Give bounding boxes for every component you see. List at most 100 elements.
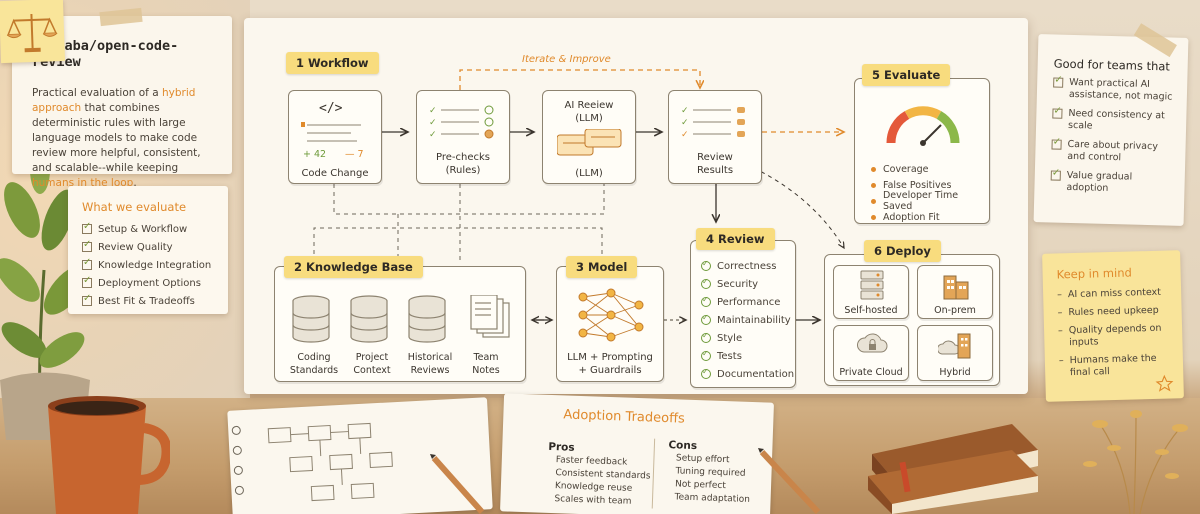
list-item: –AI can miss context xyxy=(1057,286,1162,301)
ai-review-title: AI Reeiew(LLM) xyxy=(564,100,614,124)
review-list: Correctness Security Performance Maintai… xyxy=(701,257,794,383)
check-circle-icon xyxy=(701,349,711,361)
knowledge-base-tag: 2 Knowledge Base xyxy=(284,256,423,278)
column-divider xyxy=(651,438,656,509)
iterate-label: Iterate & Improve xyxy=(522,54,611,65)
svg-text:✓: ✓ xyxy=(429,118,437,128)
good-for-note: Good for teams that Want practical AI as… xyxy=(1033,23,1189,226)
review-tag: 4 Review xyxy=(696,228,775,250)
deploy-option-private-cloud: Private Cloud xyxy=(833,325,909,381)
gauge-icon xyxy=(886,106,960,146)
pro-item: Faster feedback xyxy=(555,455,628,468)
list-item: Documentation xyxy=(701,365,794,383)
svg-text:✓: ✓ xyxy=(429,106,437,116)
check-circle-icon xyxy=(701,331,711,343)
pro-item: Knowledge reuse xyxy=(554,481,633,494)
model-card: LLM + Prompting+ Guardrails xyxy=(556,266,664,382)
tradeoffs-notebook: Adoption Tradeoffs Pros Faster feedback … xyxy=(500,393,774,514)
list-item: Correctness xyxy=(701,257,794,275)
lines-added: + 42 xyxy=(303,149,327,160)
checkbox-icon xyxy=(1052,108,1063,119)
list-item: –Rules need upkeep xyxy=(1057,304,1159,319)
checkbox-icon xyxy=(82,221,92,234)
checkbox-icon xyxy=(82,275,92,288)
list-item: Need consistency at scale xyxy=(1052,107,1175,134)
pencil-icon xyxy=(758,448,821,514)
check-circle-icon xyxy=(701,367,711,379)
check-circle-icon xyxy=(701,313,711,325)
con-item: Tuning required xyxy=(675,466,746,479)
deploy-card: Self-hosted On-prem Private Cloud Hybrid xyxy=(824,254,1000,386)
results-list-icon: ✓ ✓ ✓ xyxy=(681,106,745,139)
checkbox-icon xyxy=(1051,139,1062,150)
list-item: Deployment Options xyxy=(82,274,216,292)
list-item: Setup & Workflow xyxy=(82,220,216,238)
model-tag: 3 Model xyxy=(566,256,638,278)
list-item: Style xyxy=(701,329,794,347)
evaluate-tag: 5 Evaluate xyxy=(862,64,951,86)
svg-text:✓: ✓ xyxy=(681,118,689,128)
pro-item: Scales with team xyxy=(554,494,632,507)
bullet-icon xyxy=(871,182,876,188)
tradeoffs-title: Adoption Tradeoffs xyxy=(563,407,686,427)
list-item: Knowledge Integration xyxy=(82,256,216,274)
deploy-option-self-hosted: Self-hosted xyxy=(833,265,909,319)
prechecks-card: ✓ ✓ ✓ Pre-checks(Rules) xyxy=(416,90,510,184)
intro-text: Practical evaluation of a hybrid approac… xyxy=(32,87,201,189)
list-item: –Quality depends on inputs xyxy=(1057,322,1162,349)
coffee-mug-illustration xyxy=(48,396,170,514)
check-circle-icon xyxy=(701,295,711,307)
review-card: Correctness Security Performance Maintai… xyxy=(690,240,796,388)
workflow-tag: 1 Workflow xyxy=(286,52,379,74)
keep-in-mind-title: Keep in mind xyxy=(1056,265,1132,282)
code-change-label: Code Change xyxy=(301,168,369,179)
list-item: Tests xyxy=(701,347,794,365)
checkbox-icon xyxy=(82,257,92,270)
cons-title: Cons xyxy=(668,439,698,453)
tape xyxy=(1133,23,1177,58)
model-label: LLM + Prompting+ Guardrails xyxy=(567,352,653,376)
con-item: Team adaptation xyxy=(674,492,751,505)
svg-text:✓: ✓ xyxy=(681,106,689,116)
list-item: Review Quality xyxy=(82,238,216,256)
deploy-option-hybrid: Hybrid xyxy=(917,325,993,381)
flowchart-sketch xyxy=(231,422,393,502)
code-icon: </> xyxy=(319,101,343,116)
bullet-icon xyxy=(871,166,876,172)
con-item: Not perfect xyxy=(674,479,726,492)
list-item: Coverage xyxy=(871,161,989,177)
cloud-lock-icon xyxy=(857,333,888,353)
chat-bubble-icon xyxy=(557,129,622,156)
pencil-icon xyxy=(430,454,485,514)
bullet-icon xyxy=(871,198,876,204)
pro-item: Consistent standards xyxy=(555,468,651,482)
star-icon xyxy=(1155,374,1174,392)
list-item: Security xyxy=(701,275,794,293)
what-we-evaluate-note: What we evaluate Setup & Workflow Review… xyxy=(68,186,228,314)
con-item: Setup effort xyxy=(675,453,730,466)
what-we-evaluate-title: What we evaluate xyxy=(82,200,187,214)
checkbox-icon xyxy=(1053,77,1064,88)
svg-text:✓: ✓ xyxy=(429,130,437,139)
list-item: Want practical AI assistance, not magic xyxy=(1053,76,1176,103)
list-item: Performance xyxy=(701,293,794,311)
good-for-title: Good for teams that xyxy=(1053,56,1171,74)
neural-network-icon xyxy=(578,288,644,342)
evaluate-card: Coverage False Positives Developer Time … xyxy=(854,78,990,224)
bullet-icon xyxy=(871,214,876,220)
list-item: False Positives xyxy=(871,177,989,193)
list-item: Developer Time Saved xyxy=(871,190,989,212)
svg-text:✓: ✓ xyxy=(681,130,689,139)
balance-scale-icon xyxy=(6,13,58,53)
checkbox-icon xyxy=(82,239,92,252)
scale-sticky-note xyxy=(0,0,66,64)
building-icon xyxy=(943,275,969,300)
code-change-card: </> + 42 — 7 Code Change xyxy=(288,90,382,184)
